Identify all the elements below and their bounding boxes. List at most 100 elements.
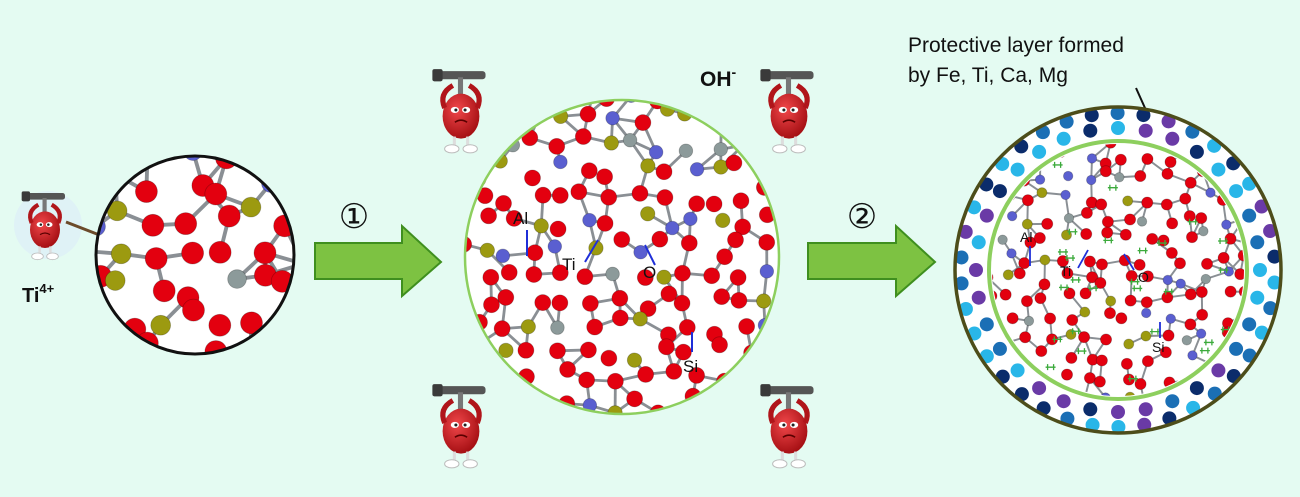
oxygen-atom xyxy=(1114,153,1127,166)
silicon-atom xyxy=(603,135,619,151)
oxygen-atom xyxy=(738,318,756,335)
bond xyxy=(724,375,745,383)
aluminum-atom xyxy=(1141,307,1152,319)
bond-mark xyxy=(1067,228,1078,235)
oxygen-atom xyxy=(992,271,994,284)
protective-ion-dot xyxy=(1083,123,1098,138)
protective-ion-dot xyxy=(1111,405,1125,419)
aluminum-atom xyxy=(183,156,203,161)
oxygen-atom xyxy=(1134,170,1147,183)
aluminum-atom xyxy=(605,110,620,126)
oxygen-atom xyxy=(495,194,512,212)
silicon-atom xyxy=(1124,391,1136,396)
oxygen-atom xyxy=(182,298,205,322)
oxygen-atom xyxy=(574,128,592,145)
bond-mark xyxy=(1163,288,1174,295)
silicon-atom xyxy=(479,242,495,258)
oxygen-atom xyxy=(579,105,597,123)
titanium-atom xyxy=(1023,315,1035,327)
oxygen-atom xyxy=(253,241,277,265)
silicon-atom xyxy=(533,218,549,234)
silicon-atom xyxy=(520,319,536,335)
oxygen-atom xyxy=(626,390,643,408)
bond-mark xyxy=(1129,278,1140,285)
oxygen-atom xyxy=(522,394,540,412)
bond xyxy=(606,100,632,101)
titanium-atom xyxy=(997,234,1008,245)
oxygen-atom xyxy=(483,296,500,314)
aluminum-atom xyxy=(759,264,775,279)
silicon-atom xyxy=(1065,328,1077,340)
silicon-atom xyxy=(1122,195,1134,207)
titanium-atom xyxy=(1181,335,1192,346)
oxygen-atom xyxy=(1018,257,1031,270)
oxygen-atom xyxy=(498,371,516,389)
oxygen-atom xyxy=(1020,295,1033,308)
oxygen-atom xyxy=(1234,268,1244,281)
silicon-atom xyxy=(1002,269,1014,281)
silicon-atom xyxy=(240,196,262,218)
oxygen-atom xyxy=(1160,198,1173,211)
protective-ion-dot xyxy=(1165,131,1180,146)
oxygen-atom xyxy=(1141,196,1154,209)
oxygen-atom xyxy=(1061,267,1074,280)
silicon-atom xyxy=(756,293,772,309)
right-al-label: Al xyxy=(1020,229,1032,245)
oxygen-atom xyxy=(703,267,721,285)
oxygen-atom xyxy=(482,268,500,286)
oxygen-atom xyxy=(705,195,723,213)
oxygen-atom xyxy=(611,309,629,327)
oxygen-atom xyxy=(1173,257,1186,270)
titanium-atom xyxy=(1200,273,1211,285)
oxygen-atom xyxy=(1133,258,1146,271)
oxygen-atom xyxy=(1141,152,1154,165)
silicon-atom xyxy=(640,206,656,222)
titanium-atom xyxy=(1063,213,1075,224)
aluminum-atom xyxy=(665,220,680,236)
oxygen-atom xyxy=(1080,206,1093,219)
oxygen-atom xyxy=(1161,167,1174,180)
protective-ion-dot xyxy=(1032,381,1047,396)
oxygen-atom xyxy=(1083,372,1096,385)
oxygen-atom xyxy=(1104,144,1117,149)
protective-ion-dot xyxy=(1010,363,1025,378)
oxygen-atom xyxy=(613,231,631,248)
silicon-atom xyxy=(150,314,171,336)
oxygen-atom xyxy=(688,367,705,384)
oxygen-atom xyxy=(559,361,576,378)
oxygen-atom xyxy=(1196,308,1209,321)
oxygen-atom xyxy=(534,186,552,204)
oxygen-atom xyxy=(1164,155,1177,168)
oxygen-atom xyxy=(208,240,232,264)
aluminum-atom xyxy=(293,254,294,274)
protective-ion-dot xyxy=(1229,184,1244,199)
oxygen-atom xyxy=(1079,287,1092,300)
protective-ion-dot xyxy=(1263,301,1278,316)
bond-mark xyxy=(1052,161,1063,168)
oxygen-atom xyxy=(1124,213,1137,226)
oxygen-atom xyxy=(660,285,678,303)
oxygen-atom xyxy=(1159,346,1172,359)
oxygen-atom xyxy=(735,368,753,386)
oxygen-atom xyxy=(665,362,683,380)
aluminum-atom xyxy=(553,154,568,170)
oxygen-atom xyxy=(758,233,776,251)
protective-ion-dot xyxy=(958,224,973,239)
bond-mark xyxy=(1157,240,1167,247)
protective-ion-dot xyxy=(1189,381,1204,396)
oxygen-atom xyxy=(1124,294,1137,307)
oxygen-atom xyxy=(1095,258,1108,271)
oxygen-atom xyxy=(1006,312,1019,325)
bond-mark xyxy=(1059,284,1070,291)
oxygen-atom xyxy=(639,300,657,317)
protective-ion-dot xyxy=(1253,263,1267,277)
oxygen-atom xyxy=(688,195,706,213)
aluminum-atom xyxy=(495,248,511,264)
oxygen-atom xyxy=(465,235,473,253)
protective-ion-dot xyxy=(1056,394,1071,409)
silicon-atom xyxy=(656,269,672,285)
oxygen-atom xyxy=(1100,333,1113,346)
protective-ion-dot xyxy=(954,250,969,265)
protected-network xyxy=(992,144,1244,396)
oxygen-atom xyxy=(517,341,535,359)
